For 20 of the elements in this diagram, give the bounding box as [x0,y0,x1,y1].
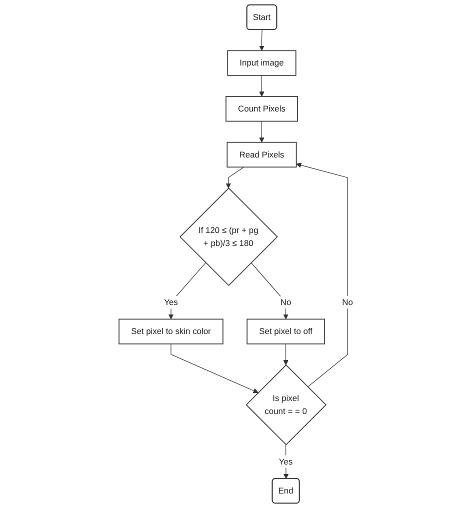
arrow [283,344,288,366]
node-box: Read Pixels [226,142,297,168]
arrow [259,120,264,143]
edge-label: No [342,297,353,307]
node-diamond: If 120 ≤ (pr + pg + pb)/3 ≤ 180 [179,188,278,286]
arrow [259,30,264,51]
node-box: Count Pixels [226,96,298,122]
node-box: Input image [227,50,296,76]
arrow [226,166,244,188]
arrow [250,262,288,320]
arrow [170,344,258,394]
edge-label: Yes [278,456,293,466]
arrow [296,162,348,388]
edge-label: No [280,297,292,307]
arrow [259,75,264,97]
node-box: Set pixel to skin color [118,318,224,344]
edge-label: Yes [164,297,178,307]
node-box: Set pixel to off [246,318,326,344]
node-diamond: Is pixel count = = 0 [246,364,327,446]
arrow [168,262,206,320]
